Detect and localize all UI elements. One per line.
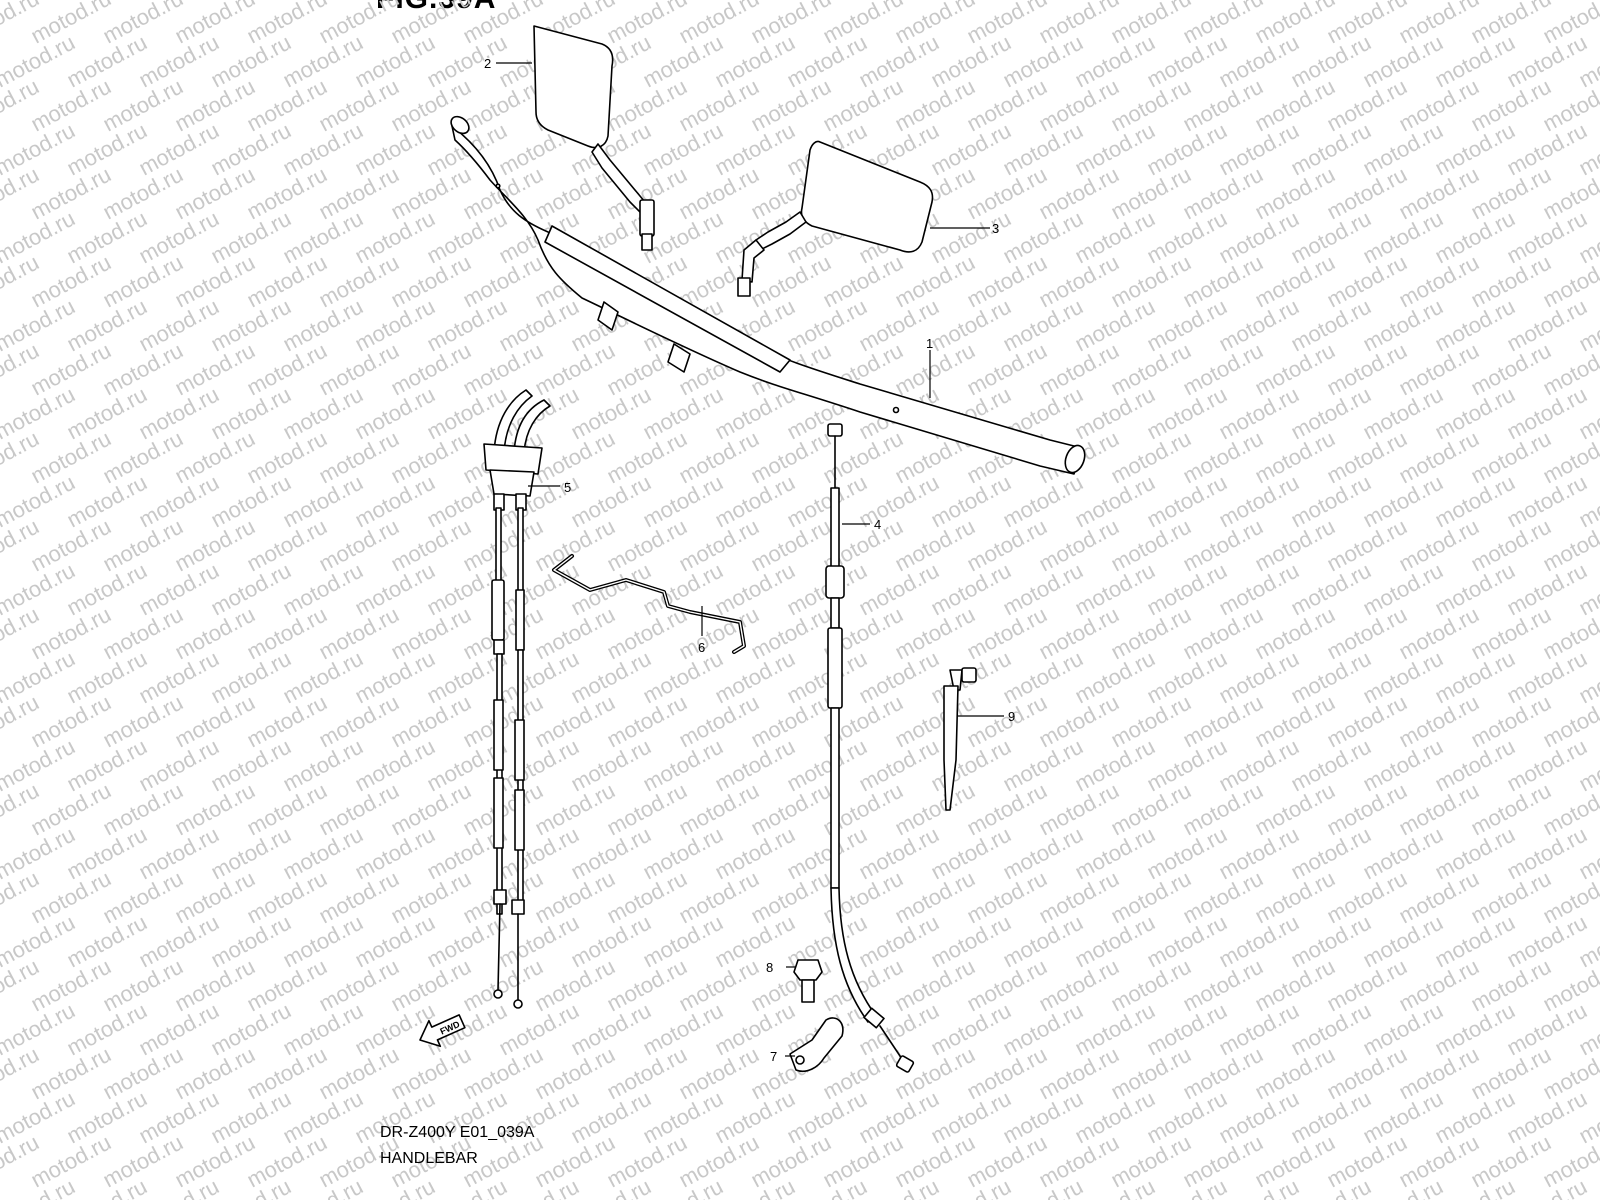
model-code: DR-Z400Y E01_039A	[380, 1124, 535, 1141]
bolt[interactable]	[793, 959, 823, 1003]
callout-1[interactable]: 1	[926, 336, 933, 351]
callout-6[interactable]: 6	[698, 640, 705, 655]
callout-9[interactable]: 9	[1008, 709, 1015, 724]
callouts: 2 3 1 4 5 6 7 8 9	[484, 56, 1015, 1064]
callout-7[interactable]: 7	[770, 1049, 777, 1064]
callout-8[interactable]: 8	[766, 960, 773, 975]
clutch-cable[interactable]	[825, 423, 915, 1073]
fwd-arrow-icon: FWD	[419, 1014, 466, 1048]
leader-lines	[496, 62, 1004, 1057]
figure-title: FIG.39A	[376, 0, 496, 16]
cable-tie[interactable]	[943, 667, 977, 811]
mirror-left[interactable]	[533, 25, 655, 251]
cable-guide-wire[interactable]	[552, 554, 746, 654]
callout-2[interactable]: 2	[484, 56, 491, 71]
callout-4[interactable]: 4	[874, 517, 881, 532]
cable-clamp[interactable]	[789, 1017, 844, 1073]
mirror-right[interactable]	[737, 140, 934, 297]
callout-3[interactable]: 3	[992, 221, 999, 236]
diagram-name: HANDLEBAR	[380, 1150, 478, 1167]
watermark-text: motod.ru	[1575, 0, 1600, 4]
callout-5[interactable]: 5	[564, 480, 571, 495]
throttle-cable-assembly[interactable]	[483, 389, 551, 1009]
handlebar[interactable]	[448, 113, 1088, 475]
